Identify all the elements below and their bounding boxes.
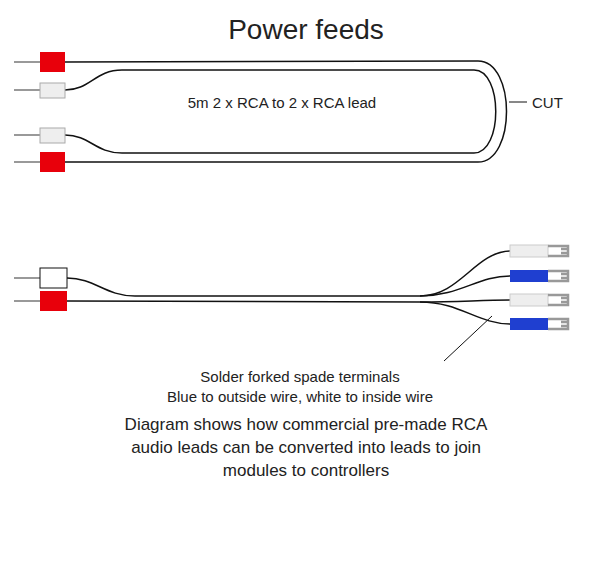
- plug-pin: [14, 61, 40, 63]
- plug-pin: [14, 277, 40, 279]
- blue-sleeve: [510, 318, 548, 330]
- lead-wires: [67, 251, 510, 324]
- leader-line: [444, 316, 492, 361]
- leader-line: [509, 102, 527, 103]
- wire: [67, 300, 510, 302]
- wire: [67, 251, 510, 296]
- white-plug: [40, 268, 67, 288]
- white-plug: [40, 83, 65, 98]
- plug-pins: [14, 62, 40, 162]
- plug-pin: [14, 161, 40, 163]
- plug-pin: [14, 134, 40, 136]
- fork: [548, 271, 568, 281]
- wire: [420, 302, 510, 324]
- inner-wire: [65, 70, 496, 153]
- diagram-caption: Diagram shows how commercial pre-made RC…: [125, 414, 488, 483]
- lead-label: 5m 2 x RCA to 2 x RCA lead: [188, 93, 376, 113]
- instruction-note: Solder forked spade terminals Blue to ou…: [167, 367, 433, 406]
- fork: [548, 246, 568, 256]
- red-plug: [40, 52, 65, 72]
- red-plug: [40, 291, 67, 311]
- wire: [420, 276, 510, 296]
- blue-sleeve: [510, 270, 548, 282]
- fork: [548, 319, 568, 329]
- forks: [548, 246, 568, 329]
- white-plug: [40, 128, 65, 143]
- fork: [548, 295, 568, 305]
- plug-pin: [14, 89, 40, 91]
- white-sleeve: [510, 294, 548, 306]
- red-plug: [40, 152, 65, 172]
- spade-terminals: [510, 245, 568, 330]
- white-sleeve: [510, 245, 548, 257]
- outer-wire: [65, 61, 507, 162]
- plug-pin: [14, 300, 40, 302]
- plug-pins: [14, 278, 40, 301]
- cut-label: CUT: [532, 93, 563, 113]
- diagram-title: Power feeds: [228, 12, 384, 48]
- lead-wires: [65, 61, 507, 162]
